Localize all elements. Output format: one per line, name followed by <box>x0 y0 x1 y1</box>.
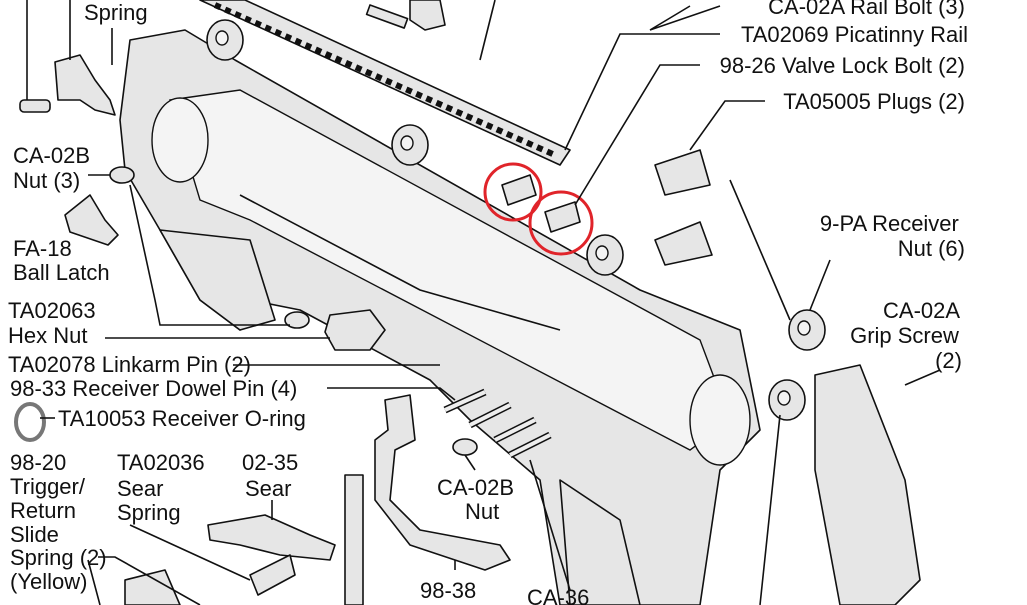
receiver-nuts <box>109 19 826 456</box>
label-ta10053: TA10053 Receiver O-ring <box>58 406 306 431</box>
dowel-pins <box>443 388 552 459</box>
picatinny-rail <box>199 0 571 166</box>
label-ta05005: TA05005 Plugs (2) <box>783 89 965 114</box>
label-ta02036: TA02036 Sear Spring <box>117 450 211 525</box>
label-9pa: 9-PA Receiver Nut (6) <box>820 211 965 261</box>
label-9826: 98-26 Valve Lock Bolt (2) <box>720 53 965 78</box>
label-ta02063-code: TA02063 <box>8 298 96 323</box>
label-9833: 98-33 Receiver Dowel Pin (4) <box>10 376 297 401</box>
plugs <box>654 149 713 266</box>
label-ca02b-nut: CA-02B Nut <box>437 475 520 524</box>
leader-lines <box>26 0 941 605</box>
small-parts <box>19 0 446 246</box>
label-ta02069: TA02069 Picatinny Rail <box>741 22 968 47</box>
label-ca36: CA-36 <box>527 585 589 605</box>
valve-lock-bolts <box>483 162 594 256</box>
highlight-circle-1 <box>483 162 543 222</box>
label-ca02a-rail-bolt: CA-02A Rail Bolt (3) <box>768 0 965 19</box>
label-ca02b-nut3: Nut (3) <box>13 168 80 193</box>
label-ta02063-name: Hex Nut <box>8 323 87 348</box>
part-labels: Spring CA-02B Nut (3) FA-18 Ball Latch T… <box>8 0 968 605</box>
label-ta02078: TA02078 Linkarm Pin (2) <box>8 352 251 377</box>
label-spring: Spring <box>84 0 148 25</box>
label-fa18-name: Ball Latch <box>13 260 110 285</box>
trigger-assembly <box>14 364 921 605</box>
label-9820: 98-20 Trigger/ Return Slide Spring (2) (… <box>10 450 113 594</box>
label-ca02a-grip: CA-02A Grip Screw (2) <box>850 298 965 373</box>
label-0235: 02-35 Sear <box>242 450 304 501</box>
highlight-circle-2 <box>528 190 594 256</box>
label-9838: 98-38 <box>420 578 476 603</box>
label-ca02b-code: CA-02B <box>13 143 90 168</box>
label-fa18-code: FA-18 <box>13 236 72 261</box>
receiver-body <box>119 29 761 605</box>
